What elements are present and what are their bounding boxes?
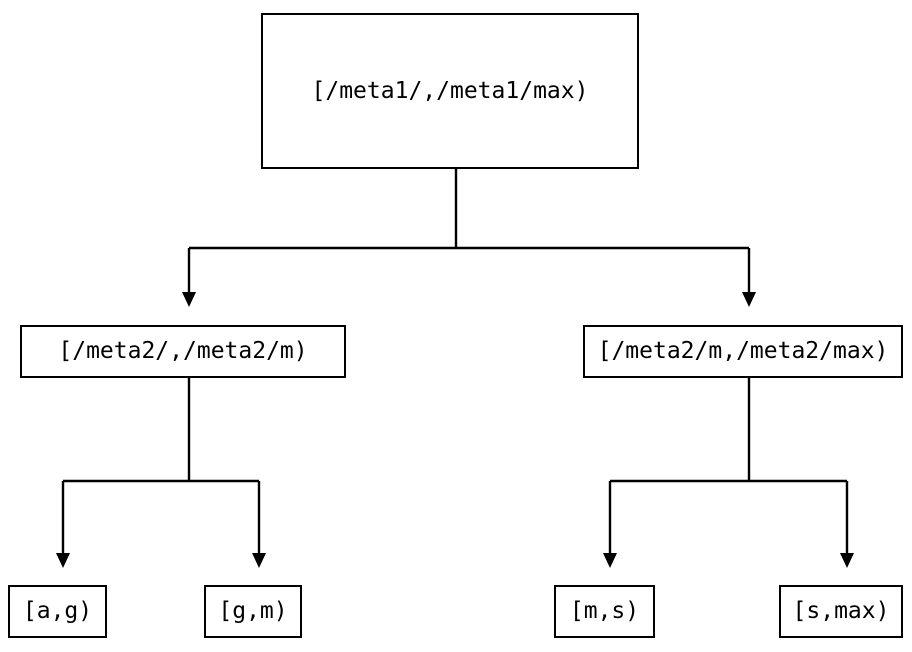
arrowhead-leaf-smax [840, 553, 854, 568]
arrowhead-leaf-ag [56, 553, 70, 568]
arrowhead-leaf-ms [603, 553, 617, 568]
node-root: [/meta1/,/meta1/max) [261, 13, 639, 169]
arrowhead-right-child [742, 292, 756, 307]
node-leaf-g-m: [g,m) [204, 585, 302, 638]
node-leaf-s-max: [s,max) [779, 585, 903, 638]
node-left-child: [/meta2/,/meta2/m) [20, 325, 346, 378]
arrowhead-left-child [182, 292, 196, 307]
node-leaf-m-s: [m,s) [554, 585, 655, 638]
node-leaf-a-g: [a,g) [8, 585, 107, 638]
node-right-child: [/meta2/m,/meta2/max) [583, 325, 903, 378]
arrowhead-leaf-gm [252, 553, 266, 568]
